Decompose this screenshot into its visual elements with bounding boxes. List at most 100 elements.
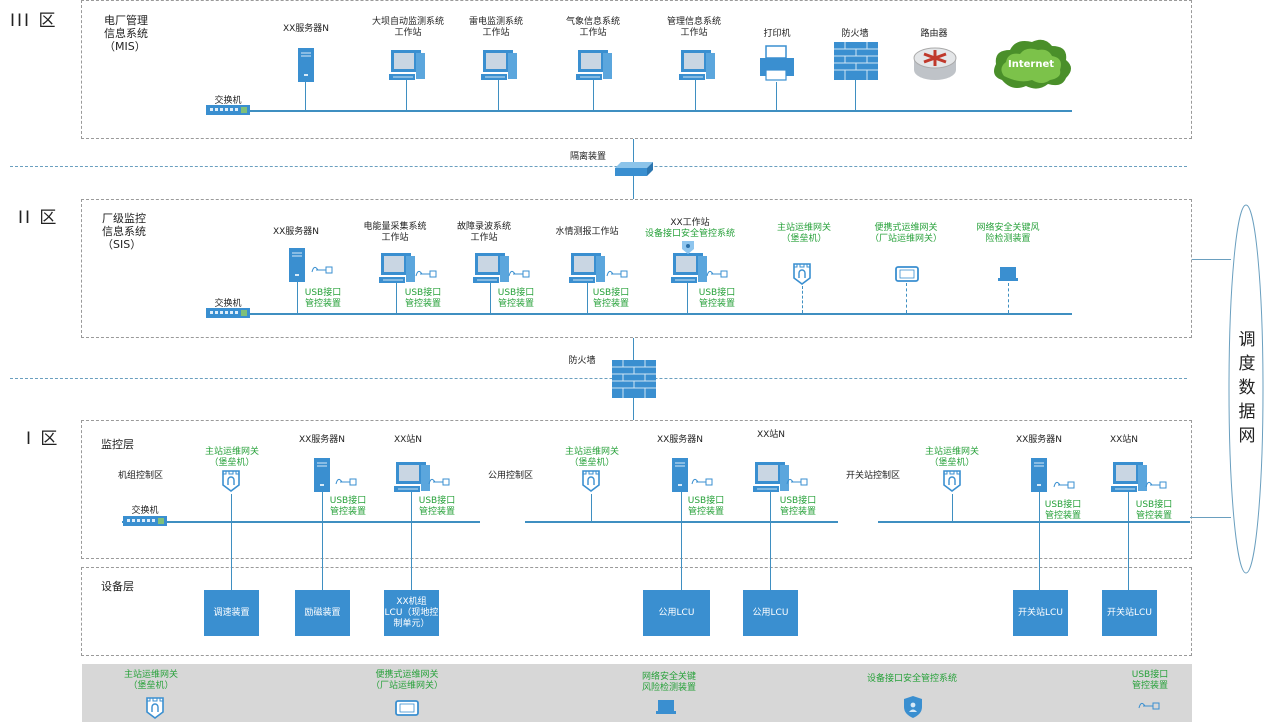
usb-plug-icon <box>1138 702 1160 710</box>
unit-server-link <box>322 492 324 590</box>
mis-router-label: 路由器 <box>920 29 948 39</box>
public-station-usb-label: USB接口 管控装置 <box>779 496 817 517</box>
usb-plug-icon <box>335 478 357 486</box>
mis-weather-label: 气象信息系统 工作站 <box>565 17 621 38</box>
switchyard-station-usb-label: USB接口 管控装置 <box>1135 500 1173 521</box>
zone-1-title: I 区 <box>26 429 60 449</box>
public-gw-link <box>591 494 593 521</box>
excitation-device: 励磁装置 <box>295 590 350 636</box>
switchyard-server-usb-label: USB接口 管控装置 <box>1044 500 1082 521</box>
legend-iface-label: 设备接口安全管控系统 <box>866 674 958 684</box>
workstation-icon <box>1110 461 1148 493</box>
bastion-gateway-icon <box>793 263 811 285</box>
public-lcu-1-device: 公用LCU <box>643 590 710 636</box>
isolation-device-icon <box>615 162 653 176</box>
secure-workstation-icon <box>673 253 707 283</box>
switchyard-lcu-1-device: 开关站LCU <box>1013 590 1068 636</box>
sis-fault-usb-label: USB接口 管控装置 <box>497 288 535 309</box>
server-icon <box>671 457 689 493</box>
sis-portable-label: 便携式运维网关 （厂站运维网关） <box>869 223 943 244</box>
mis-switch-icon <box>206 105 250 115</box>
public-station-link <box>770 492 772 590</box>
usb-plug-icon <box>786 478 808 486</box>
mis-mgmt-link <box>695 80 697 110</box>
sis-gw-link <box>802 286 803 313</box>
internet-cloud-icon <box>994 39 1071 89</box>
mis-weather-link <box>593 80 595 110</box>
mis-switch-label: 交换机 <box>214 96 242 106</box>
sis-energy-link <box>396 283 398 313</box>
usb-plug-icon <box>606 270 628 278</box>
z1-device-box <box>81 567 1192 656</box>
usb-plug-icon <box>415 270 437 278</box>
sis-portable-link <box>906 283 907 313</box>
dispatch-network-ellipse <box>1228 204 1264 574</box>
public-server-link <box>681 492 683 590</box>
unit-server-usb-label: USB接口 管控装置 <box>329 496 367 517</box>
sis-fault-label: 故障录波系统 工作站 <box>456 222 512 243</box>
sis-xx-ws-label: XX工作站 <box>670 218 710 228</box>
unit-station-usb-label: USB接口 管控装置 <box>418 496 456 517</box>
switchyard-server-link <box>1039 492 1041 590</box>
unit-lcu-device: XX机组 LCU（现地控 制单元） <box>384 590 439 636</box>
z1-monitor-label: 监控层 <box>101 438 134 451</box>
legend-netsec-label: 网络安全关键 风险检测装置 <box>641 672 697 693</box>
usb-plug-icon <box>691 478 713 486</box>
switchyard-station-label: XX站N <box>1109 435 1139 445</box>
speed-governor-device: 调速装置 <box>204 590 259 636</box>
sis-hydro-link <box>587 283 589 313</box>
public-station-label: XX站N <box>756 430 786 440</box>
mis-zone-box <box>81 0 1192 139</box>
public-lcu-2-device: 公用LCU <box>743 590 798 636</box>
sis-netsec-link <box>1008 283 1009 313</box>
dispatch-link-z1 <box>1190 517 1231 518</box>
usb-plug-icon <box>508 270 530 278</box>
sis-xx-ws-link <box>687 283 689 313</box>
switchyard-server-label: XX服务器N <box>1015 435 1063 445</box>
mis-server-label: XX服务器N <box>282 24 330 34</box>
switchyard-lcu-2-device: 开关站LCU <box>1102 590 1157 636</box>
unit-server-label: XX服务器N <box>298 435 346 445</box>
workstation-icon <box>752 461 790 493</box>
portable-gateway-icon <box>895 266 919 282</box>
z1-switch-label: 交换机 <box>131 506 159 516</box>
separator-2-1 <box>10 378 1187 379</box>
mis-printer-link <box>776 82 778 110</box>
usb-plug-icon <box>1053 481 1075 489</box>
server-icon <box>288 247 306 283</box>
mis-mgmt-label: 管理信息系统 工作站 <box>666 17 722 38</box>
public-server-label: XX服务器N <box>656 435 704 445</box>
switchyard-gw-label: 主站运维网关 （堡垒机） <box>924 447 980 468</box>
mis-dam-label: 大坝自动监测系统 工作站 <box>371 17 445 38</box>
sis-hydro-usb-label: USB接口 管控装置 <box>592 288 630 309</box>
sis-netsec-label: 网络安全关键风 险检测装置 <box>976 223 1040 244</box>
sis-zone-box <box>81 199 1192 338</box>
legend-portable-label: 便携式运维网关 （厂站运维网关） <box>370 670 444 691</box>
sis-gw-label: 主站运维网关 （堡垒机） <box>776 223 832 244</box>
separator-3-2 <box>10 166 1187 167</box>
unit-station-label: XX站N <box>393 435 423 445</box>
usb-plug-icon <box>1145 481 1167 489</box>
z1-device-layer-label: 设备层 <box>101 580 134 593</box>
mis-printer-label: 打印机 <box>763 29 791 39</box>
workstation-icon <box>678 49 716 81</box>
usb-plug-icon <box>706 270 728 278</box>
sis-energy-label: 电能量采集系统 工作站 <box>363 222 427 243</box>
security-shield-icon <box>904 696 922 718</box>
usb-plug-icon <box>428 478 450 486</box>
mis-firewall-link <box>855 80 857 110</box>
workstation-icon <box>568 252 606 284</box>
sis-switch-label: 交换机 <box>214 299 242 309</box>
workstation-icon <box>575 49 613 81</box>
firewall2-label: 防火墙 <box>568 356 596 366</box>
sis-xx-ws-usb-label: USB接口 管控装置 <box>698 288 736 309</box>
public-server-usb-label: USB接口 管控装置 <box>687 496 725 517</box>
sis-title: 厂级监控 信息系统 （SIS） <box>102 212 146 251</box>
mis-lightning-link <box>498 80 500 110</box>
sis-server-link <box>297 282 299 313</box>
z1-monitor-box <box>81 420 1192 559</box>
firewall-icon <box>833 41 879 81</box>
zone-2-title: II 区 <box>18 208 59 228</box>
router-icon <box>913 47 957 80</box>
area-public-label: 公用控制区 <box>488 471 534 481</box>
